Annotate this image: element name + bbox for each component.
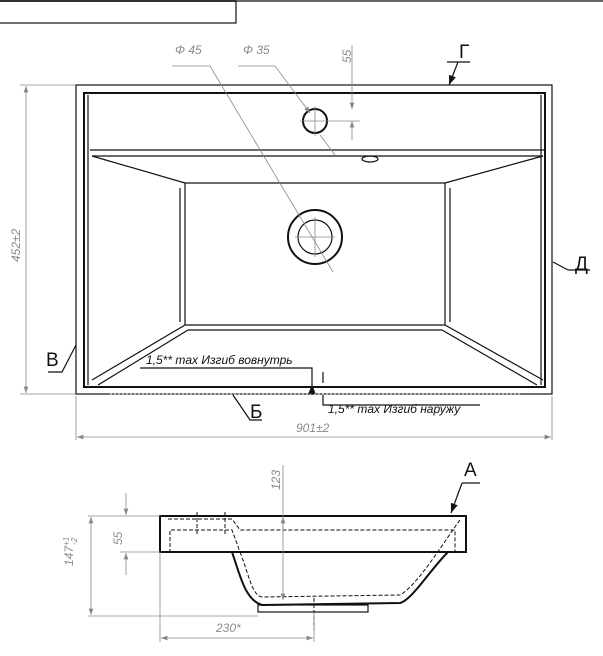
dim-depth-452: 452±2 [9, 228, 23, 262]
note-bend-outward: 1,5** max Изгиб наружу [328, 402, 461, 416]
view-label-a: А [464, 460, 477, 481]
side-view [159, 512, 467, 630]
view-label-b: Б [250, 402, 262, 423]
dim-rim-55: 55 [111, 531, 125, 545]
title-box [0, 0, 237, 24]
view-label-v: В [46, 350, 59, 371]
dim-bowl-123: 123 [269, 470, 283, 490]
dim-height-value: 147 [62, 545, 76, 566]
dim-height-tol-plus: +1 [62, 537, 71, 546]
dim-height-147: 147+1-2 [62, 537, 79, 566]
drain-hole [287, 209, 343, 265]
note-bend-inward: 1,5** max Изгиб вовнутрь [146, 353, 293, 367]
dim-height-tol-minus: -2 [70, 537, 79, 545]
dim-drain-230: 230* [215, 621, 241, 635]
dim-hole-45: Φ 45 [175, 43, 202, 57]
dim-hole-35: Φ 35 [243, 43, 270, 57]
dim-width-901: 901±2 [296, 421, 330, 435]
top-view [20, 45, 590, 440]
view-label-d: Д [575, 254, 588, 275]
overflow-slot [361, 155, 379, 163]
dim-offset-55: 55 [340, 49, 354, 63]
top-border [0, 0, 603, 2]
view-label-g: Г [459, 42, 469, 63]
